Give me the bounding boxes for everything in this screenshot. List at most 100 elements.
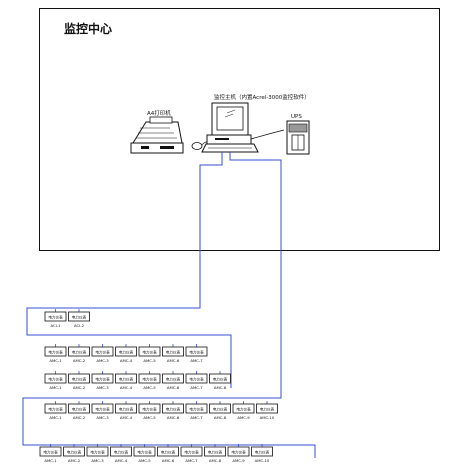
meter-box bbox=[91, 346, 114, 357]
meter-box bbox=[44, 346, 67, 357]
meter-id: AMC-1 bbox=[44, 458, 57, 463]
meter-box bbox=[91, 403, 114, 414]
meter-id: AMC-3 bbox=[96, 358, 109, 363]
meter-label: 电力仪表 bbox=[119, 377, 134, 382]
meter-label: 电力仪表 bbox=[119, 407, 134, 412]
meter-box bbox=[180, 446, 203, 457]
meter-label: 电力仪表 bbox=[260, 407, 275, 412]
meter-box bbox=[44, 403, 67, 414]
meter-id: AMC-7 bbox=[185, 458, 198, 463]
meter-label: 电力仪表 bbox=[213, 407, 228, 412]
meter-label: 电力仪表 bbox=[231, 450, 246, 455]
meter-module: 电力仪表 AMC-3 bbox=[86, 444, 109, 463]
ups-icon bbox=[286, 120, 310, 155]
meter-box bbox=[68, 311, 90, 322]
meter-id: AMC-3 bbox=[91, 458, 104, 463]
meter-box bbox=[251, 446, 273, 457]
meter-box bbox=[110, 446, 132, 457]
meter-box bbox=[209, 373, 231, 384]
meter-box bbox=[227, 446, 250, 457]
meter-id: AMC-10 bbox=[255, 458, 270, 463]
meter-module: 电力仪表 AMC-9 bbox=[227, 444, 250, 463]
meter-id: AMC-5 bbox=[143, 358, 156, 363]
meter-label: 电力仪表 bbox=[72, 377, 87, 382]
ups-cable bbox=[250, 129, 285, 140]
meter-id: AMC-6 bbox=[167, 385, 180, 390]
meter-id: ACI-2 bbox=[74, 323, 85, 328]
meter-id: AMC-8 bbox=[214, 415, 227, 420]
meter-label: 电力仪表 bbox=[213, 377, 228, 382]
meter-id: AMC-5 bbox=[138, 458, 151, 463]
meter-box bbox=[138, 346, 161, 357]
meter-label: 电力仪表 bbox=[48, 377, 63, 382]
meter-label: 电力仪表 bbox=[90, 450, 105, 455]
meter-module: 电力仪表 AMC-2 bbox=[68, 371, 90, 390]
meter-box bbox=[115, 373, 137, 384]
meter-id: ACI-1 bbox=[50, 323, 61, 328]
meter-label: 电力仪表 bbox=[189, 407, 204, 412]
meter-label: 电力仪表 bbox=[142, 377, 157, 382]
meter-module: 电力仪表 AMC-8 bbox=[209, 401, 231, 420]
meter-id: AMC-4 bbox=[120, 415, 133, 420]
meter-box bbox=[44, 373, 67, 384]
meter-module: 电力仪表 AMC-4 bbox=[115, 401, 137, 420]
meter-box bbox=[185, 346, 208, 357]
host-computer-label: 监控主机（内置Acrel-3000监控软件） bbox=[214, 93, 310, 101]
meter-id: AMC-4 bbox=[120, 358, 133, 363]
meter-box bbox=[157, 446, 179, 457]
meter-module: 电力仪表 AMC-1 bbox=[44, 371, 67, 390]
meter-id: AMC-7 bbox=[190, 358, 203, 363]
meter-label: 电力仪表 bbox=[48, 407, 63, 412]
meter-id: AMC-2 bbox=[73, 385, 86, 390]
meter-module: 电力仪表 AMC-5 bbox=[138, 344, 161, 363]
meter-id: AMC-4 bbox=[120, 385, 133, 390]
bus-line-lower bbox=[22, 152, 316, 458]
meter-box bbox=[39, 446, 62, 457]
meter-label: 电力仪表 bbox=[95, 377, 110, 382]
meter-label: 电力仪表 bbox=[72, 315, 87, 320]
meter-box bbox=[162, 346, 184, 357]
meter-label: 电力仪表 bbox=[114, 450, 129, 455]
meter-id: AMC-6 bbox=[162, 458, 175, 463]
monitoring-center-title: 监控中心 bbox=[64, 21, 112, 36]
meter-label: 电力仪表 bbox=[95, 350, 110, 355]
meter-box bbox=[63, 446, 85, 457]
meter-label: 电力仪表 bbox=[166, 377, 181, 382]
meter-box bbox=[256, 403, 278, 414]
meter-id: AMC-5 bbox=[143, 415, 156, 420]
meter-id: AMC-1 bbox=[49, 385, 62, 390]
meter-id: AMC-5 bbox=[143, 385, 156, 390]
meter-label: 电力仪表 bbox=[48, 350, 63, 355]
meter-label: 电力仪表 bbox=[95, 407, 110, 412]
field-device-array: 电力仪表ACI-1电力仪表ACI-2电力仪表AMC-1电力仪表AMC-2电力仪表… bbox=[39, 309, 278, 463]
meter-id: AMC-9 bbox=[232, 458, 245, 463]
meter-box bbox=[68, 373, 90, 384]
host-computer-icon bbox=[201, 102, 259, 153]
meter-id: AMC-3 bbox=[96, 415, 109, 420]
meter-box bbox=[68, 346, 90, 357]
meter-module: 电力仪表 AMC-3 bbox=[91, 344, 114, 363]
meter-label: 电力仪表 bbox=[142, 350, 157, 355]
printer-icon bbox=[130, 116, 184, 154]
meter-module: 电力仪表 ACI-2 bbox=[68, 309, 90, 328]
meter-box bbox=[209, 403, 231, 414]
printer-label: A4打印机 bbox=[147, 109, 171, 117]
meter-box bbox=[115, 346, 137, 357]
meter-module: 电力仪表 AMC-3 bbox=[91, 401, 114, 420]
